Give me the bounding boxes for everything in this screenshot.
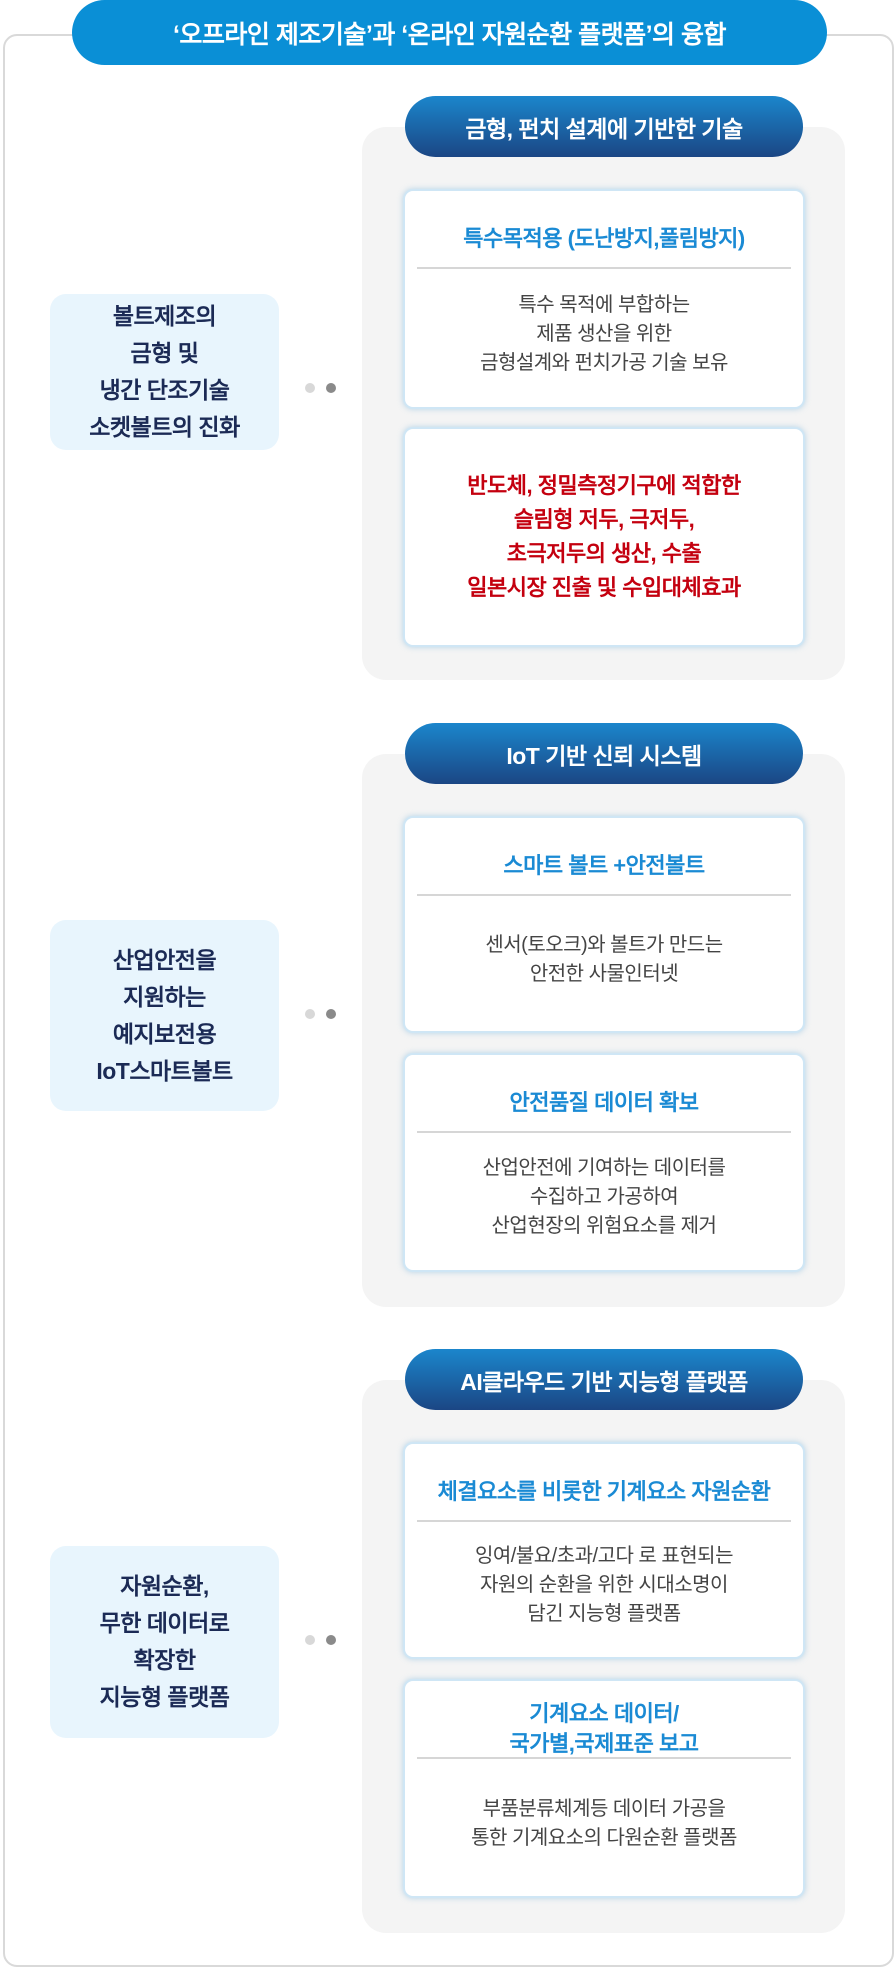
connector-dot [305,1009,315,1019]
connector-dot [326,1635,336,1645]
connector-dot [326,383,336,393]
card-divider [417,267,791,269]
card-body: 부품분류체계등 데이터 가공을 통한 기계요소의 다원순환 플랫폼 [471,1797,737,1849]
card-body: 센서(토오크)와 볼트가 만드는 안전한 사물인터넷 [485,933,723,985]
card-title: 스마트 볼트 +안전볼트 [503,853,705,878]
card-resource-circulation: 체결요소를 비롯한 기계요소 자원순환 잉여/불요/초과/고다 로 표현되는 자… [403,1442,805,1659]
left-label-1: 볼트제조의 금형 및 냉간 단조기술 소켓볼트의 진화 [50,294,279,450]
card-divider [417,894,791,896]
card-title: 기계요소 데이터/ 국가별,국제표준 보고 [509,1701,699,1756]
card-safety-data: 안전품질 데이터 확보 산업안전에 기여하는 데이터를 수집하고 가공하여 산업… [403,1053,805,1272]
connector-dot [305,383,315,393]
left-label-2: 산업안전을 지원하는 예지보전용 IoT스마트볼트 [50,920,279,1111]
section-header-3: AI클라우드 기반 지능형 플랫폼 [405,1349,803,1410]
card-machine-data: 기계요소 데이터/ 국가별,국제표준 보고 부품분류체계등 데이터 가공을 통한… [403,1679,805,1898]
section-header-2: IoT 기반 신뢰 시스템 [405,723,803,784]
connector-dot [305,1635,315,1645]
card-special-purpose: 특수목적용 (도난방지,풀림방지) 특수 목적에 부합하는 제품 생산을 위한 … [403,189,805,409]
card-title: 안전품질 데이터 확보 [509,1090,699,1115]
connector-dot [326,1009,336,1019]
main-title: ‘오프라인 제조기술’과 ‘온라인 자원순환 플랫폼’의 융합 [72,0,827,65]
section-header-1: 금형, 펀치 설계에 기반한 기술 [405,96,803,157]
card-divider [417,1520,791,1522]
card-body: 특수 목적에 부합하는 제품 생산을 위한 금형설계와 펀치가공 기술 보유 [480,293,728,374]
card-divider [417,1131,791,1133]
card-body: 산업안전에 기여하는 데이터를 수집하고 가공하여 산업현장의 위험요소를 제거 [482,1157,726,1237]
card-title: 특수목적용 (도난방지,풀림방지) [463,226,745,251]
card-highlight: 반도체, 정밀측정기구에 적합한 슬림형 저두, 극저두, 초극저두의 생산, … [403,427,805,647]
card-body: 잉여/불요/초과/고다 로 표현되는 자원의 순환을 위한 시대소명이 담긴 지… [475,1545,733,1625]
card-title: 체결요소를 비롯한 기계요소 자원순환 [437,1479,771,1504]
card-divider [417,1757,791,1759]
left-label-3: 자원순환, 무한 데이터로 확장한 지능형 플랫폼 [50,1546,279,1738]
card-smart-bolt: 스마트 볼트 +안전볼트 센서(토오크)와 볼트가 만드는 안전한 사물인터넷 [403,816,805,1033]
highlight-text: 반도체, 정밀측정기구에 적합한 슬림형 저두, 극저두, 초극저두의 생산, … [467,473,741,600]
